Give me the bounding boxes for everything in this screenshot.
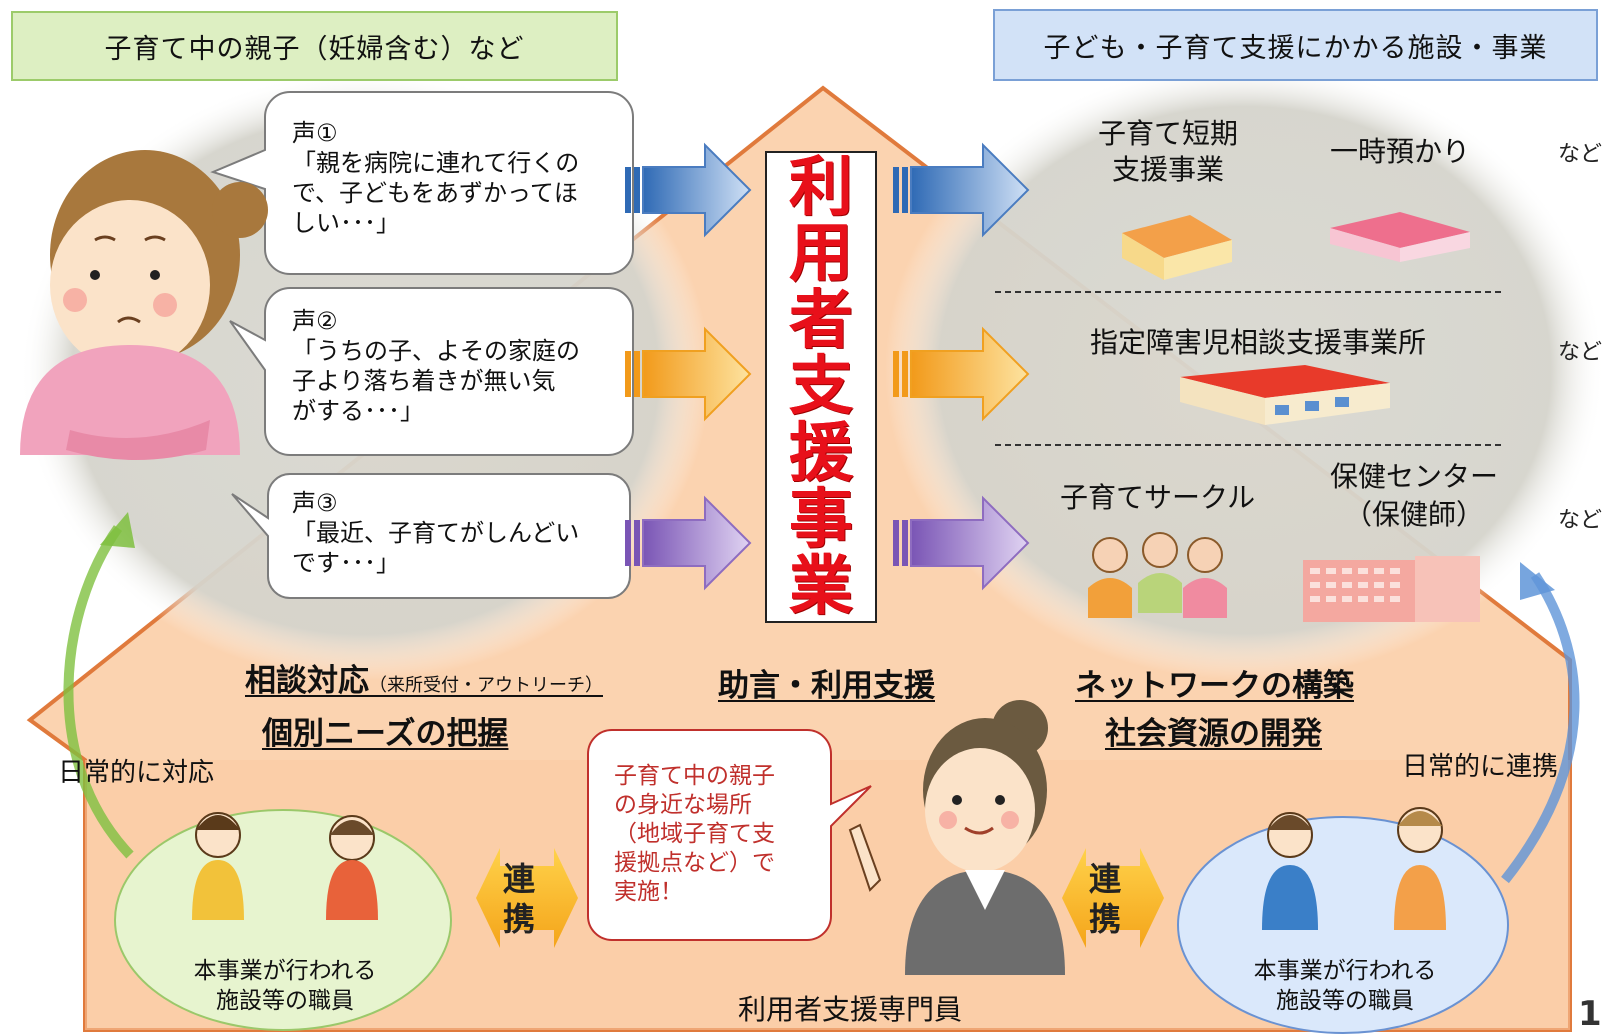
function-advice: 助言・利用支援 <box>718 668 935 704</box>
venue-speech-bubble <box>587 729 872 941</box>
building-icon-disability-center <box>1180 365 1390 425</box>
service-row2-etc: など <box>1558 340 1603 365</box>
link-arrow-right <box>1062 848 1164 948</box>
building-icon-health-center <box>1303 556 1480 622</box>
title-char: 事 <box>789 482 853 557</box>
service-row3-etc: など <box>1558 508 1603 533</box>
specialist-label: 利用者支援専門員 <box>738 993 963 1026</box>
page-number: 1 <box>1578 994 1602 1034</box>
building-icon-temporary-care <box>1330 212 1470 262</box>
title-char: 者 <box>789 282 853 358</box>
title-char: 援 <box>789 415 853 491</box>
left-header-title: 子育て中の親子（妊婦含む）など <box>104 33 525 65</box>
left-daily-caption: 日常的に対応 <box>58 758 215 788</box>
link-label-right: 連携 <box>1084 862 1122 942</box>
user-support-project-title: 利 用 者 支 援 事 業 <box>765 151 877 623</box>
title-char: 支 <box>789 349 853 424</box>
venue-speech-text: 子育て中の親子 の身近な場所 （地域子育て支 援拠点など）で 実施！ <box>614 763 775 905</box>
link-label-left: 連携 <box>498 862 536 942</box>
function-resource-development: 社会資源の開発 <box>1105 716 1322 752</box>
function-consultation: 相談対応（来所受付・アウトリーチ） <box>245 655 603 700</box>
arrow-voice-1 <box>625 142 752 238</box>
arrow-voice-2 <box>625 326 752 422</box>
voice-3-title: 声③ <box>292 489 338 517</box>
service-parenting-circle: 子育てサークル <box>1060 481 1256 514</box>
voice-2-title: 声② <box>292 307 338 335</box>
function-network: ネットワークの構築 <box>1075 668 1354 704</box>
service-short-stay: 子育て短期 支援事業 <box>1098 117 1239 186</box>
function-consultation-label: 相談対応 <box>245 663 369 699</box>
title-char: 用 <box>789 216 853 291</box>
arrow-voice-3 <box>625 495 752 591</box>
circle-group-illustration <box>1088 532 1227 618</box>
output-arrows <box>893 142 1030 591</box>
service-disability-consult: 指定障害児相談支援事業所 <box>1090 326 1427 359</box>
function-needs-assessment: 個別ニーズの把握 <box>262 716 509 752</box>
left-header-box <box>11 11 618 81</box>
service-temporary-care: 一時預かり <box>1330 135 1471 168</box>
right-staff-illustration <box>1262 807 1446 930</box>
curved-arrow-left <box>63 512 135 859</box>
voice-1-title: 声① <box>292 119 338 147</box>
arrow-service-3 <box>893 495 1030 591</box>
right-circle <box>885 60 1605 680</box>
voice-3-body: 「最近、子育てがしんどい です･･･」 <box>292 519 580 577</box>
voice-2-text: 声② 「うちの子、よその家庭の 子より落ち着きが無い気 がする･･･」 <box>292 306 612 426</box>
building-icon-short-stay <box>1122 215 1232 280</box>
function-consultation-note: （来所受付・アウトリーチ） <box>369 675 603 696</box>
input-arrows <box>625 142 752 591</box>
title-char: 業 <box>789 548 853 624</box>
right-daily-caption: 日常的に連携 <box>1402 752 1559 782</box>
worried-parent-illustration <box>20 150 268 460</box>
left-staff-circle <box>114 809 452 1031</box>
right-header-box <box>993 9 1598 81</box>
curved-arrow-right <box>1501 562 1580 884</box>
right-header-title: 子ども・子育て支援にかかる施設・事業 <box>1043 32 1548 64</box>
link-arrow-left <box>476 848 578 948</box>
right-staff-label: 本事業が行われる 施設等の職員 <box>1253 958 1437 1014</box>
voice-2-body: 「うちの子、よその家庭の 子より落ち着きが無い気 がする･･･」 <box>292 337 580 425</box>
left-staff-illustration <box>192 812 378 920</box>
support-specialist-illustration <box>848 700 1065 975</box>
voice-1-body: 「親を病院に連れて行くの で、子どもをあずかってほ しい･･･」 <box>292 149 580 237</box>
voice-1-text: 声① 「親を病院に連れて行くの で、子どもをあずかってほ しい･･･」 <box>292 118 612 238</box>
arrow-service-2 <box>893 326 1030 422</box>
service-health-center: 保健センター （保健師） <box>1330 460 1499 531</box>
title-char: 利 <box>789 149 853 225</box>
left-staff-label: 本事業が行われる 施設等の職員 <box>193 958 377 1014</box>
service-row1-etc: など <box>1558 142 1603 167</box>
voice-bubbles <box>210 91 634 599</box>
arrow-service-1 <box>893 142 1030 238</box>
voice-3-text: 声③ 「最近、子育てがしんどい です･･･」 <box>292 488 612 578</box>
